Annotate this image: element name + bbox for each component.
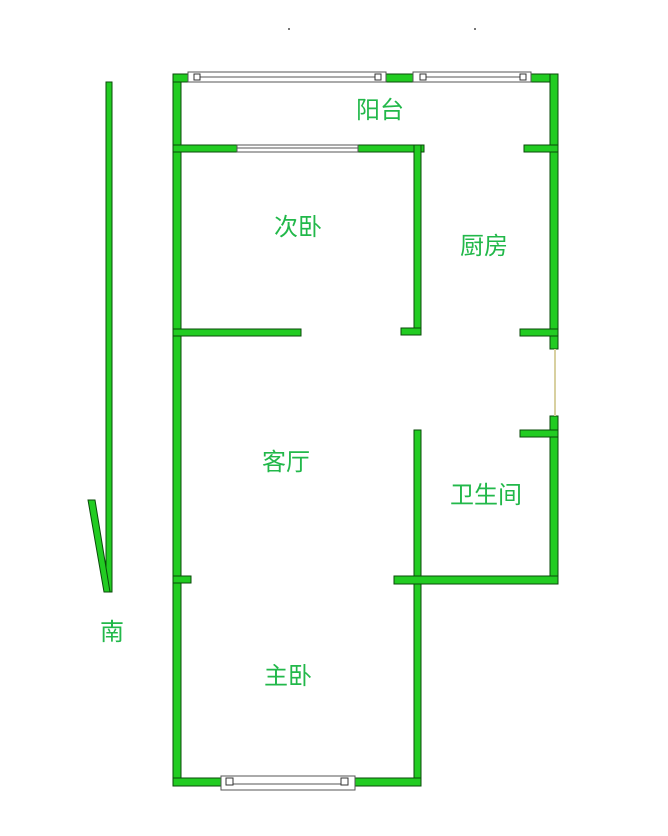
wall-right-upper [549,73,559,350]
wall-divider-stub [400,327,422,336]
wall-left [172,73,182,787]
wall-kitchen-bottom-stub [519,328,559,337]
walls [172,73,559,787]
wall-bedroom-kitchen [413,144,422,336]
wall-living-stub [172,575,192,584]
room-label-second-bedroom: 次卧 [274,213,322,241]
window-master-bedroom [220,775,356,791]
compass-label: 南 [100,618,124,646]
wall-bathroom-top-stub [519,429,559,438]
window-balcony-right [412,71,532,83]
wall-bathroom-left [413,429,422,787]
room-label-living-room: 客厅 [262,448,310,476]
window-balcony-inner [236,144,359,153]
speck [288,28,290,30]
wall-right-lower [549,415,559,585]
room-label-master-bedroom: 主卧 [264,662,312,690]
room-label-balcony: 阳台 [356,96,404,124]
opening-line [554,349,556,416]
wall-bathroom-bottom [393,575,559,585]
room-label-bathroom: 卫生间 [450,481,522,509]
wall-balcony-inner-left [172,144,238,153]
wall-kitchen-top-stub [523,144,559,153]
wall-second-bedroom-bottom [172,328,302,337]
room-label-kitchen: 厨房 [460,232,508,260]
speck [474,28,476,30]
window-balcony-left [187,71,387,83]
compass-arrow-icon [87,81,113,593]
